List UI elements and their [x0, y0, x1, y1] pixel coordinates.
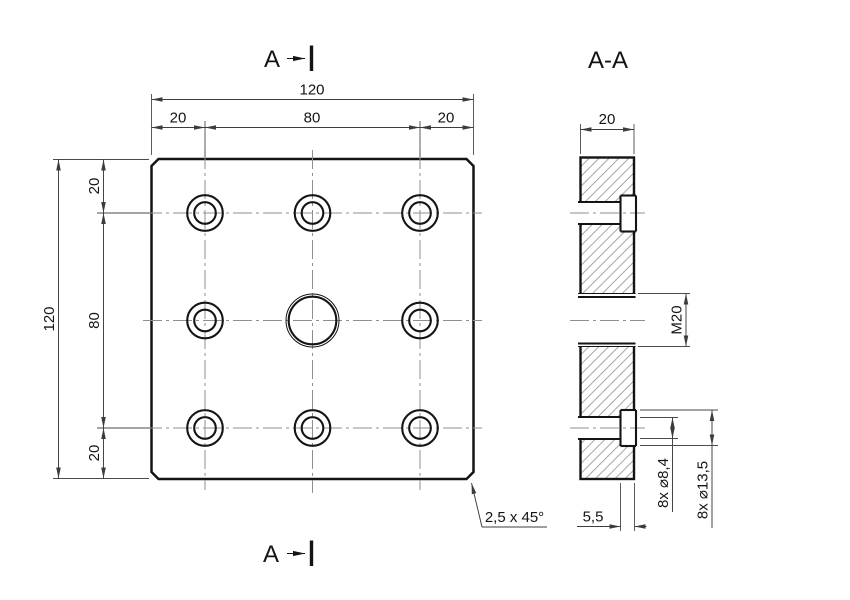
hole-cutout — [577, 417, 621, 439]
hole-circle — [193, 201, 217, 225]
dim-counterbore-depth: 5,5 — [577, 483, 647, 531]
dim-text-thickness: 20 — [599, 111, 616, 128]
cutting-plane-letter-top: A — [264, 46, 280, 73]
dim-thread: M20 — [638, 293, 690, 347]
counterbore-circle — [401, 301, 439, 340]
dim-height-segments: 20 80 20 — [86, 159, 150, 479]
dim-thickness: 20 — [580, 111, 635, 154]
thread-minor-circle — [287, 295, 338, 346]
counterbore-circle — [401, 194, 439, 232]
dim-width-segments: 20 80 20 — [151, 110, 474, 157]
section-hole-bottom — [578, 408, 638, 448]
dim-text-width-left: 20 — [170, 110, 187, 127]
hole-circle — [300, 201, 325, 225]
dim-text-width-total: 120 — [299, 82, 324, 99]
section-hole-top — [578, 194, 638, 233]
counterbored-holes — [186, 194, 439, 447]
dim-text-through-hole: 8x ⌀8,4 — [655, 458, 672, 508]
dim-counterbore: 8x ⌀13,5 — [640, 409, 718, 528]
counterbore-circle — [401, 409, 439, 447]
counterbore-cutout — [620, 410, 637, 446]
dim-text-height-top: 20 — [86, 178, 103, 195]
chamfer-callout: 2,5 x 45° — [471, 482, 547, 528]
thread-major-circle — [285, 293, 340, 348]
cutting-plane-marker-top: A — [264, 45, 314, 73]
dim-text-width-right: 20 — [438, 110, 455, 127]
hole-circle — [300, 416, 325, 440]
counterbore-cutout — [620, 195, 637, 232]
dim-text-height-total: 120 — [41, 306, 58, 331]
counterbore-circle — [186, 194, 224, 232]
section-title: A-A — [588, 47, 628, 74]
hole-circle — [193, 308, 217, 333]
cutting-plane-marker-bottom: A — [263, 540, 314, 568]
front-view: 120 20 80 20 120 20 80 — [41, 82, 547, 528]
counterbore-circle — [186, 301, 224, 340]
hole-circle — [193, 416, 217, 440]
counterbore-circle — [186, 409, 224, 447]
section-thread-hole — [578, 293, 636, 347]
dim-text-counterbore-depth: 5,5 — [583, 509, 604, 526]
section-view: A-A — [570, 47, 718, 531]
counterbore-circle — [293, 409, 332, 447]
center-thread-hole — [285, 293, 340, 348]
hole-cutout — [577, 202, 621, 224]
hole-circle — [408, 201, 432, 225]
dim-through-hole: 8x ⌀8,4 — [640, 417, 678, 512]
dim-text-height-bottom: 20 — [86, 445, 103, 462]
chamfer-note-text: 2,5 x 45° — [485, 509, 544, 526]
hole-circle — [408, 308, 432, 333]
counterbore-circle — [293, 194, 332, 232]
dim-text-thread: M20 — [669, 305, 686, 334]
dim-text-counterbore: 8x ⌀13,5 — [695, 461, 712, 519]
dim-text-height-mid: 80 — [86, 312, 103, 329]
leader-line — [471, 482, 483, 528]
plate-outline — [150, 157, 475, 481]
dim-height-total: 120 — [41, 159, 149, 479]
dim-width-total: 120 — [151, 82, 474, 155]
dim-text-width-mid: 80 — [304, 110, 321, 127]
hole-circle — [408, 416, 432, 440]
cutting-plane-letter-bottom: A — [263, 541, 279, 568]
